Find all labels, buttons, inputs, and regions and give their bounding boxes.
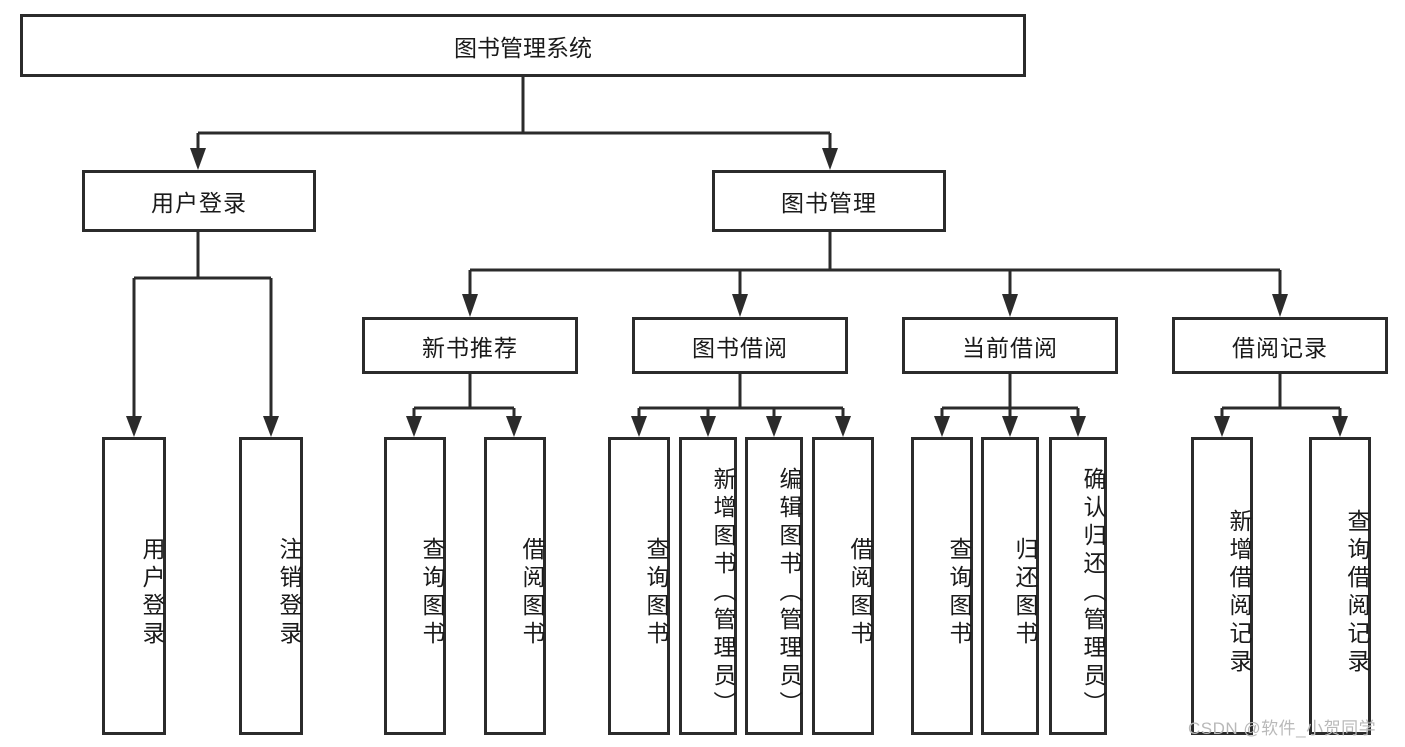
leaf-current-confirm-return-admin[interactable]: 确认归还（管理员）: [1049, 437, 1107, 735]
arrowhead-bw-add: [700, 416, 716, 437]
arrowhead-borrow: [732, 294, 748, 317]
leaf-label: 借阅图书: [847, 537, 873, 649]
node-label: 图书管理系统: [454, 34, 592, 61]
leaf-logout[interactable]: 注销登录: [239, 437, 303, 735]
node-current-borrow[interactable]: 当前借阅: [902, 317, 1118, 374]
arrowhead-newbook: [462, 294, 478, 317]
node-label: 用户登录: [151, 190, 247, 216]
leaf-label: 确认归还（管理员）: [1080, 467, 1106, 719]
node-borrow-records[interactable]: 借阅记录: [1172, 317, 1388, 374]
arrowhead-bw-edit: [766, 416, 782, 437]
leaf-label: 查询图书: [419, 537, 445, 649]
leaf-user-login[interactable]: 用户登录: [102, 437, 166, 735]
arrowhead-rec-query: [1332, 416, 1348, 437]
arrowhead-records: [1272, 294, 1288, 317]
node-label: 图书借阅: [692, 334, 788, 361]
arrowhead-bw-borrow: [835, 416, 851, 437]
arrowhead-user-login: [190, 148, 206, 170]
leaf-current-return-book[interactable]: 归还图书: [981, 437, 1039, 735]
leaf-borrow-edit-book-admin[interactable]: 编辑图书（管理员）: [745, 437, 803, 735]
leaf-records-add-record[interactable]: 新增借阅记录: [1191, 437, 1253, 735]
arrowhead-nb-query: [406, 416, 422, 437]
leaf-newbook-query-book[interactable]: 查询图书: [384, 437, 446, 735]
node-root-book-management-system[interactable]: 图书管理系统: [20, 14, 1026, 77]
leaf-borrow-borrow-book[interactable]: 借阅图书: [812, 437, 874, 735]
leaf-label: 归还图书: [1012, 537, 1038, 649]
watermark: CSDN @软件_小贺同学: [1188, 719, 1377, 738]
node-label: 借阅记录: [1232, 334, 1328, 361]
node-label: 图书管理: [781, 190, 877, 216]
arrowhead-book-manage: [822, 148, 838, 170]
arrowhead-leaf-logout: [263, 416, 279, 437]
leaf-label: 查询图书: [946, 537, 972, 649]
leaf-label: 编辑图书（管理员）: [776, 467, 802, 719]
leaf-label: 查询图书: [643, 537, 669, 649]
leaf-newbook-borrow-book[interactable]: 借阅图书: [484, 437, 546, 735]
arrowhead-nb-borrow: [506, 416, 522, 437]
arrowhead-current: [1002, 294, 1018, 317]
leaf-label: 借阅图书: [519, 537, 545, 649]
leaf-label: 新增图书（管理员）: [710, 467, 736, 719]
leaf-label: 新增借阅记录: [1226, 509, 1252, 677]
leaf-label: 查询借阅记录: [1344, 509, 1370, 677]
node-label: 新书推荐: [422, 334, 518, 361]
arrowhead-cur-confirm: [1070, 416, 1086, 437]
node-user-login[interactable]: 用户登录: [82, 170, 316, 232]
leaf-borrow-add-book-admin[interactable]: 新增图书（管理员）: [679, 437, 737, 735]
leaf-current-query-book[interactable]: 查询图书: [911, 437, 973, 735]
node-book-management[interactable]: 图书管理: [712, 170, 946, 232]
leaf-borrow-query-book[interactable]: 查询图书: [608, 437, 670, 735]
arrowhead-rec-add: [1214, 416, 1230, 437]
arrowhead-bw-query: [631, 416, 647, 437]
arrowhead-cur-return: [1002, 416, 1018, 437]
node-label: 当前借阅: [962, 334, 1058, 361]
arrowhead-leaf-user-login: [126, 416, 142, 437]
leaf-label: 用户登录: [139, 537, 165, 649]
node-new-book-recommend[interactable]: 新书推荐: [362, 317, 578, 374]
arrowhead-cur-query: [934, 416, 950, 437]
node-book-borrow[interactable]: 图书借阅: [632, 317, 848, 374]
leaf-label: 注销登录: [276, 537, 302, 649]
leaf-records-query-record[interactable]: 查询借阅记录: [1309, 437, 1371, 735]
